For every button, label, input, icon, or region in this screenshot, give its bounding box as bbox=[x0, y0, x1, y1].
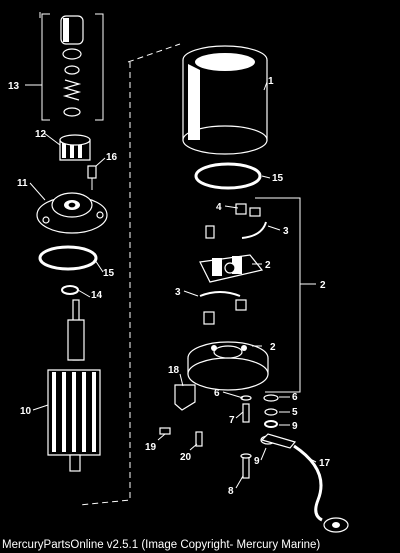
drive-end-frame bbox=[36, 192, 108, 234]
drive-components bbox=[60, 15, 84, 117]
callout-2-right: 2 bbox=[320, 280, 326, 291]
o-ring-left bbox=[38, 245, 98, 271]
callout-2-lower: 2 bbox=[270, 342, 276, 353]
terminal-screws bbox=[205, 203, 261, 239]
callout-10: 10 bbox=[20, 406, 32, 417]
starter-motor-exploded-diagram: 13 12 16 11 15 14 10 1 15 4 3 2 3 2 2 18… bbox=[8, 12, 349, 533]
small-screws bbox=[159, 427, 203, 447]
mounting-bracket bbox=[174, 384, 196, 411]
callout-2-upper: 2 bbox=[265, 260, 271, 271]
screw-16 bbox=[87, 165, 97, 190]
o-ring-right bbox=[194, 162, 262, 190]
pinion-gear bbox=[59, 134, 91, 161]
callout-5: 5 bbox=[292, 407, 298, 418]
callout-17: 17 bbox=[319, 458, 331, 469]
callout-8: 8 bbox=[228, 486, 234, 497]
callout-4: 4 bbox=[216, 202, 222, 213]
commutator-kit-bracket bbox=[255, 197, 301, 393]
callout-15-left: 15 bbox=[103, 268, 115, 279]
brush-holder bbox=[199, 254, 264, 283]
callout-6-left: 6 bbox=[214, 388, 220, 399]
callout-19: 19 bbox=[145, 442, 157, 453]
copyright-caption: MercuryPartsOnline v2.5.1 (Image Copyrig… bbox=[2, 539, 321, 551]
battery-cable bbox=[260, 433, 349, 533]
callout-15-right: 15 bbox=[272, 173, 284, 184]
thrust-washer bbox=[61, 285, 79, 295]
brush-spring bbox=[199, 291, 247, 325]
assembly-axis-lines bbox=[39, 12, 181, 506]
callout-6-right: 6 bbox=[292, 392, 298, 403]
callout-3-lower: 3 bbox=[175, 287, 181, 298]
brush-lead-upper bbox=[241, 221, 267, 239]
callout-1: 1 bbox=[268, 76, 274, 87]
callout-13: 13 bbox=[8, 81, 20, 92]
starter-frame-housing bbox=[182, 45, 268, 155]
callout-7: 7 bbox=[229, 415, 235, 426]
terminal-stud bbox=[240, 395, 252, 479]
callout-12: 12 bbox=[35, 129, 47, 140]
callout-20: 20 bbox=[180, 452, 192, 463]
callout-labels: 13 12 16 11 15 14 10 1 15 4 3 2 3 2 2 18… bbox=[8, 76, 331, 497]
callout-9-right: 9 bbox=[292, 421, 298, 432]
callout-16: 16 bbox=[106, 152, 118, 163]
callout-11: 11 bbox=[17, 178, 28, 189]
callout-9-lower: 9 bbox=[254, 456, 260, 467]
armature bbox=[47, 299, 101, 472]
callout-3-upper: 3 bbox=[283, 226, 289, 237]
callout-14: 14 bbox=[91, 290, 103, 301]
callout-18: 18 bbox=[168, 365, 180, 376]
drive-kit-bracket bbox=[41, 13, 104, 121]
commutator-end-cap bbox=[187, 341, 269, 391]
leader-lines bbox=[25, 81, 317, 489]
